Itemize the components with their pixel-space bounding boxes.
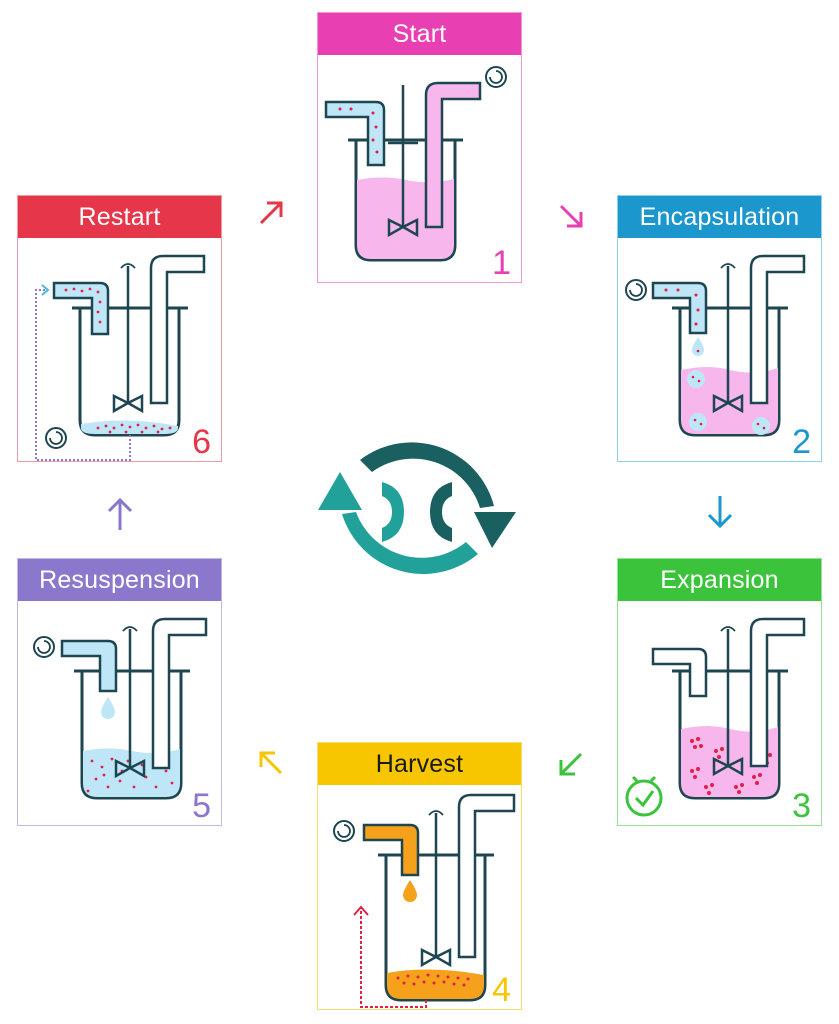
- step-number-expansion: 3: [792, 787, 811, 825]
- droplet-icon: [101, 697, 115, 719]
- bioreactor-resuspension: [33, 617, 208, 800]
- step-title-resuspension: Resuspension: [18, 559, 221, 601]
- step-number-restart: 6: [192, 423, 211, 461]
- rotation-icon: [625, 279, 647, 301]
- step-card-start: Start 1: [317, 12, 522, 283]
- step-title-restart: Restart: [18, 196, 221, 238]
- step-number-harvest: 4: [492, 971, 511, 1009]
- arrow-resuspension-to-restart: [107, 497, 133, 530]
- arrow-start-to-encapsulation: [559, 204, 583, 228]
- rotation-icon: [45, 427, 67, 449]
- rotation-icon: [33, 636, 55, 658]
- arrow-restart-to-start: [259, 201, 283, 225]
- arrow-harvest-to-resuspension: [259, 751, 283, 775]
- step-card-resuspension: Resuspension 5: [17, 558, 222, 826]
- step-card-harvest: Harvest 4: [317, 742, 522, 1010]
- droplet-icon: [692, 337, 704, 356]
- rotation-icon: [333, 820, 355, 842]
- arrow-expansion-to-harvest: [559, 752, 583, 776]
- step-card-expansion: Expansion 3: [617, 558, 822, 826]
- step-card-encapsulation: Encapsulation 2: [617, 195, 822, 462]
- bioreactor-encapsulation: [625, 254, 806, 437]
- step-title-harvest: Harvest: [318, 743, 521, 785]
- clock-icon: [625, 775, 663, 817]
- arrow-encapsulation-to-expansion: [707, 496, 733, 529]
- step-title-encapsulation: Encapsulation: [618, 196, 821, 238]
- bioreactor-start: [324, 66, 507, 262]
- bioreactor-expansion: [625, 617, 806, 817]
- step-number-resuspension: 5: [192, 787, 211, 825]
- bioreactor-restart: [35, 254, 206, 461]
- droplet-icon: [403, 880, 417, 902]
- bioreactor-harvest: [333, 793, 516, 1008]
- rotation-icon: [485, 66, 507, 88]
- step-number-encapsulation: 2: [792, 423, 811, 461]
- step-card-restart: Restart 6: [17, 195, 222, 462]
- step-title-expansion: Expansion: [618, 559, 821, 601]
- cycle-arrows-icon: [318, 442, 516, 574]
- step-title-start: Start: [318, 13, 521, 55]
- step-number-start: 1: [492, 244, 511, 282]
